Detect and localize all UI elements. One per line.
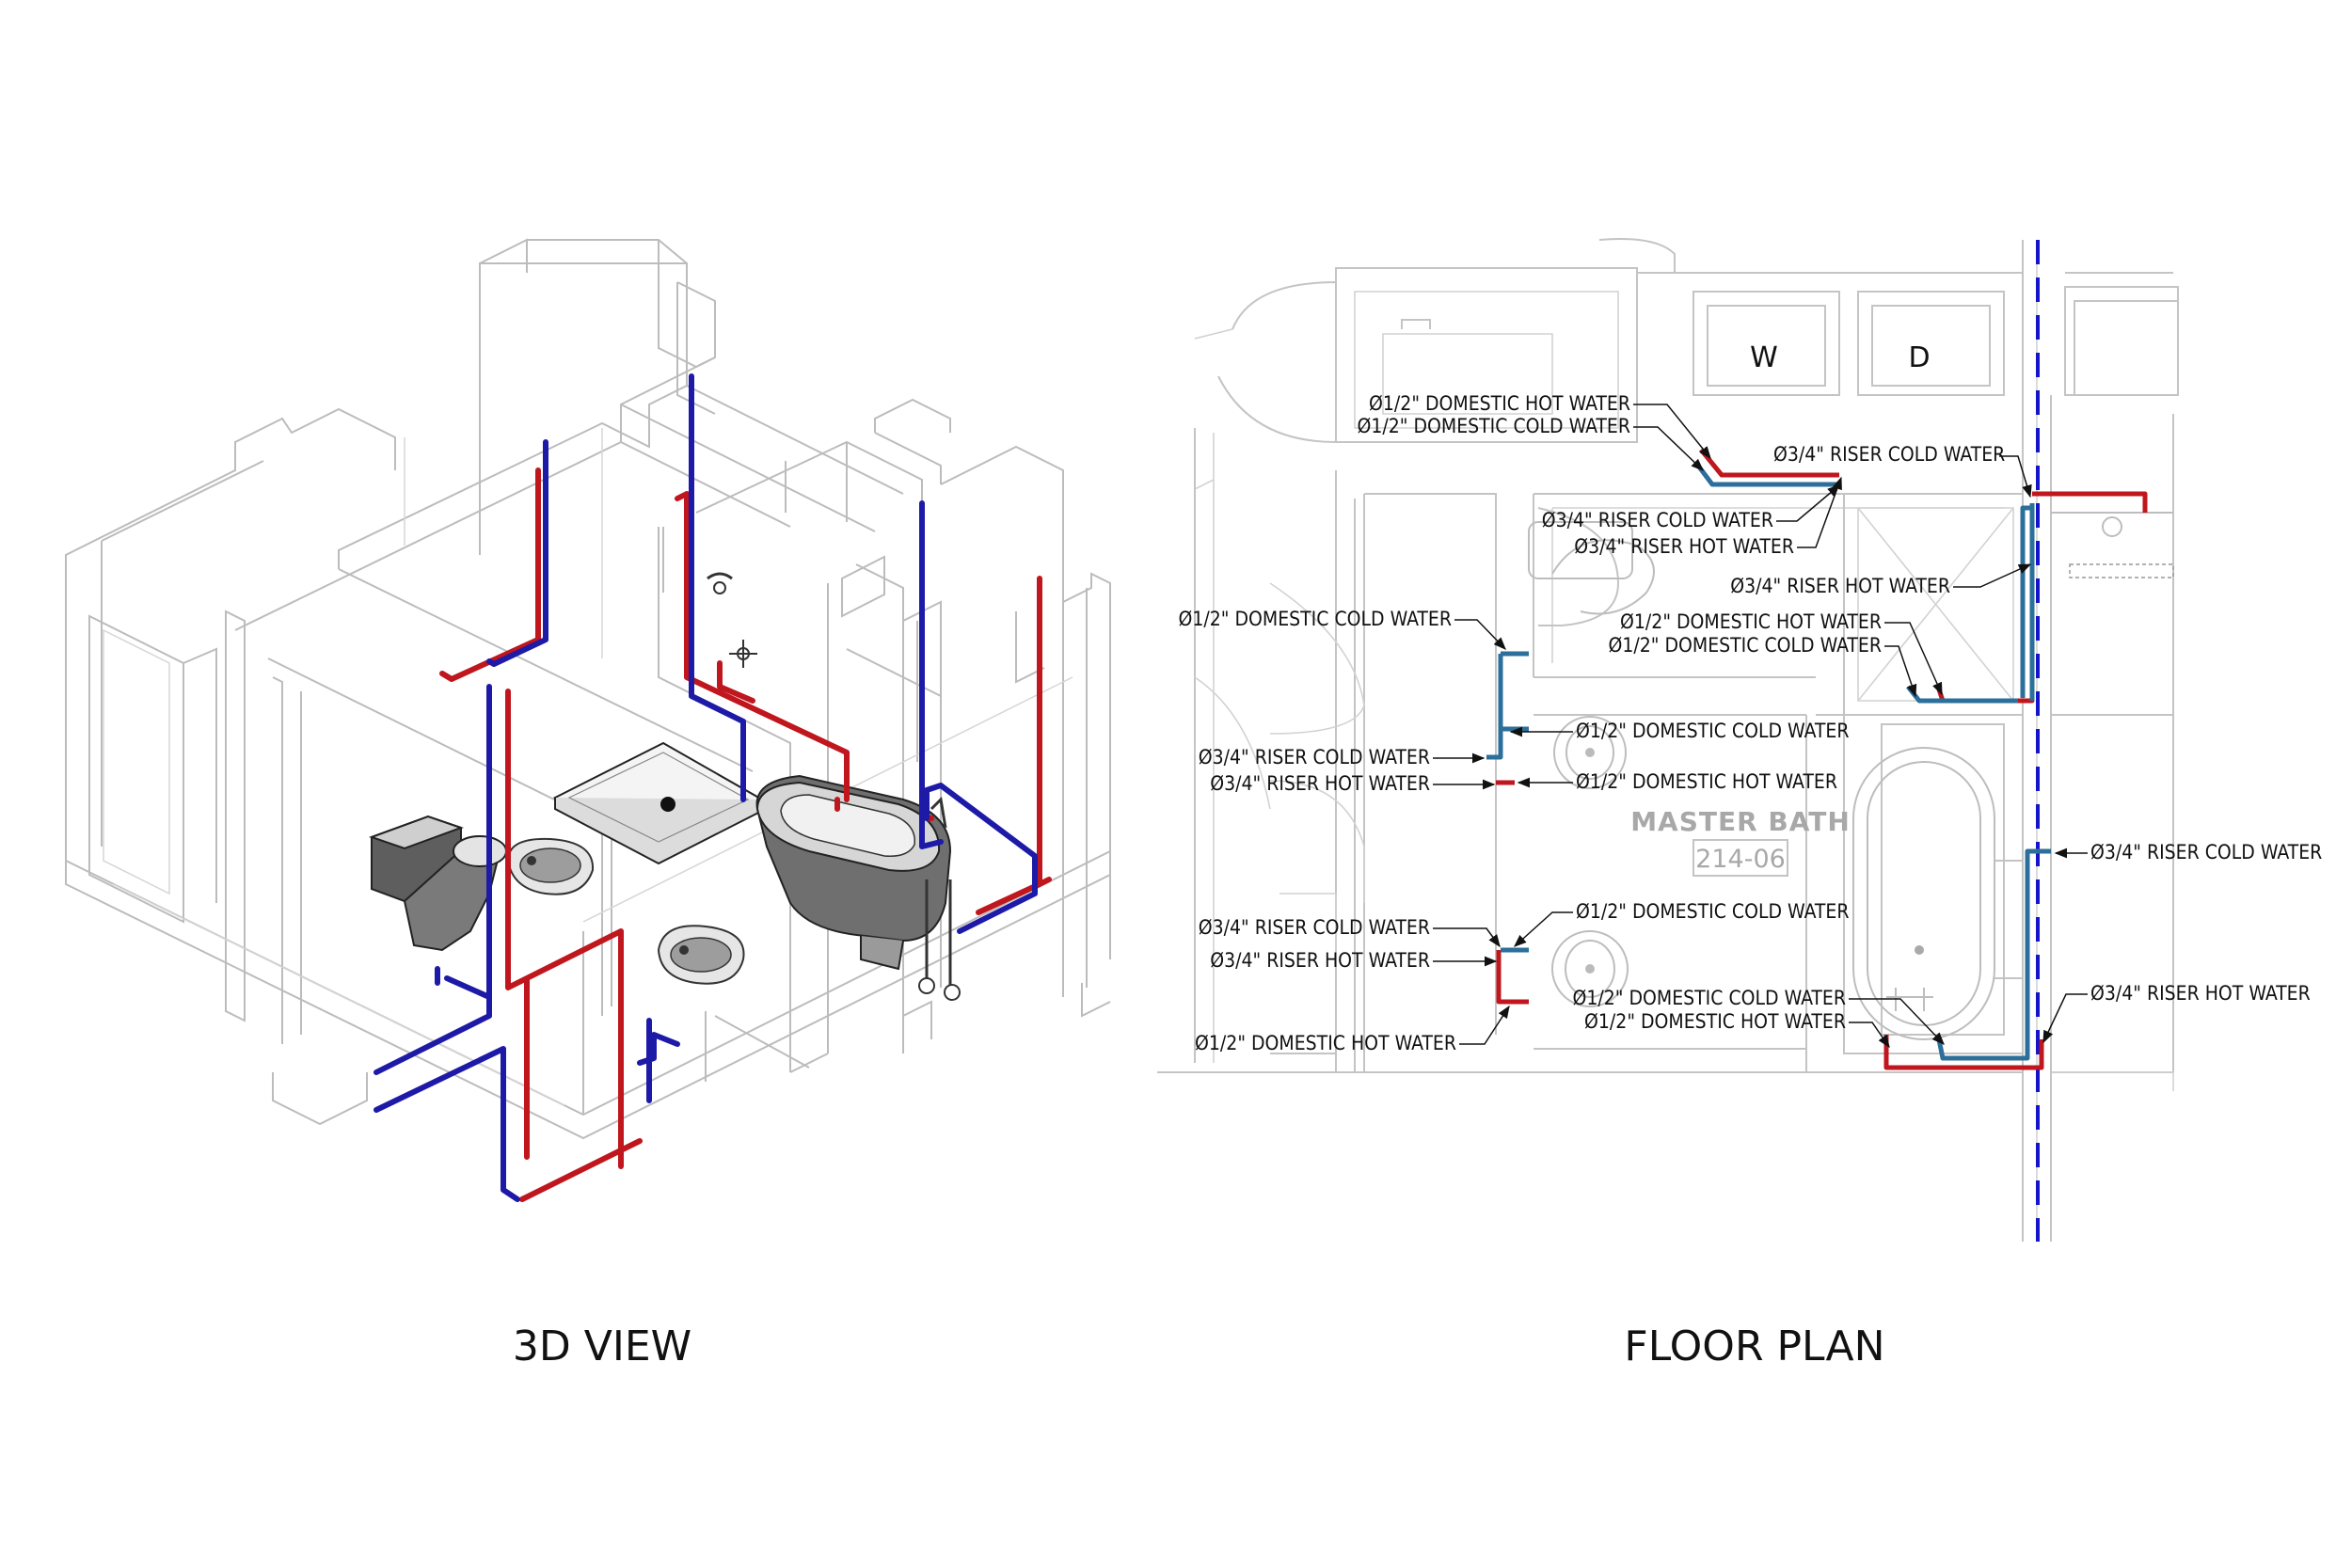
label-wc-cold-half: Ø1/2" DOMESTIC COLD WATER [1179,608,1452,630]
label-tub-hot-half: Ø1/2" DOMESTIC HOT WATER [1584,1010,1846,1033]
iso-lavatory-2 [657,925,745,985]
label-top-hot-half: Ø1/2" DOMESTIC HOT WATER [1369,392,1630,415]
plan-cold-water-piping [1486,464,2051,1061]
label-top-riser-cold-right: Ø3/4" RISER COLD WATER [1773,443,2005,466]
label-lav2-riser-cold: Ø3/4" RISER COLD WATER [1199,916,1430,939]
label-lav1-cold-half: Ø1/2" DOMESTIC COLD WATER [1576,720,1849,742]
iso-cold-water-piping [373,373,1038,1202]
iso-shower-valves [707,572,757,668]
label-top-riser-hot-mid: Ø3/4" RISER HOT WATER [1574,535,1794,558]
room-name: MASTER BATH [1630,806,1851,837]
label-top-riser-cold-mid: Ø3/4" RISER COLD WATER [1542,509,1773,531]
plan-fixtures [1528,512,2174,1040]
label-lav1-riser-cold: Ø3/4" RISER COLD WATER [1199,746,1430,768]
iso-shower-pan [552,741,765,865]
dryer-label: D [1908,341,1930,374]
iso-lavatory-1 [506,837,595,895]
label-top-cold-half: Ø1/2" DOMESTIC COLD WATER [1358,415,1630,437]
label-tub-riser-hot: Ø3/4" RISER HOT WATER [2090,982,2311,1005]
view-3d-caption: 3D VIEW [513,1323,691,1370]
label-lav2-riser-hot: Ø3/4" RISER HOT WATER [1210,949,1430,972]
label-lav2-cold-half: Ø1/2" DOMESTIC COLD WATER [1576,900,1849,923]
label-tub-cold-half: Ø1/2" DOMESTIC COLD WATER [1573,987,1846,1009]
iso-building-shell [65,238,1111,1140]
floor-plan-caption: FLOOR PLAN [1624,1323,1884,1370]
label-shower-cold-half: Ø1/2" DOMESTIC COLD WATER [1609,634,1882,657]
room-number-box [1692,839,1788,877]
label-lav1-riser-hot: Ø3/4" RISER HOT WATER [1210,772,1430,795]
floor-plan-panel: MASTER BATH 214-06 W D Ø1/2" DOMESTIC HO… [1157,238,2323,1370]
label-lav2-hot-half: Ø1/2" DOMESTIC HOT WATER [1195,1032,1456,1054]
label-tub-riser-cold: Ø3/4" RISER COLD WATER [2090,841,2322,863]
washer-label: W [1750,341,1778,374]
label-right-riser-hot: Ø3/4" RISER HOT WATER [1730,575,1950,597]
view-3d-panel: 3D VIEW [65,238,1111,1370]
room-number: 214-06 [1695,845,1786,874]
plan-annotations: Ø1/2" DOMESTIC HOT WATER Ø1/2" DOMESTIC … [1179,392,2323,1054]
label-lav1-hot-half: Ø1/2" DOMESTIC HOT WATER [1576,770,1837,793]
iso-toilet [369,815,507,952]
label-shower-hot-half: Ø1/2" DOMESTIC HOT WATER [1620,610,1882,633]
iso-bathtub [755,774,961,1001]
